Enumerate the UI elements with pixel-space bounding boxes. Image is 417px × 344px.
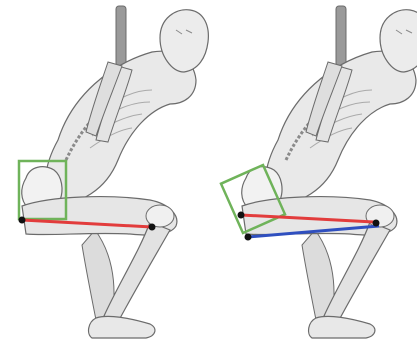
left-knee-point [149,224,156,231]
right-hip-point-upper [238,212,245,219]
right-hip-point-lower [245,234,252,241]
right-panel [221,6,417,338]
left-squat-figure [22,6,209,338]
right-squat-figure [242,6,417,338]
left-hip-point [19,217,26,224]
right-knee-point [373,220,380,227]
left-panel [19,6,209,338]
